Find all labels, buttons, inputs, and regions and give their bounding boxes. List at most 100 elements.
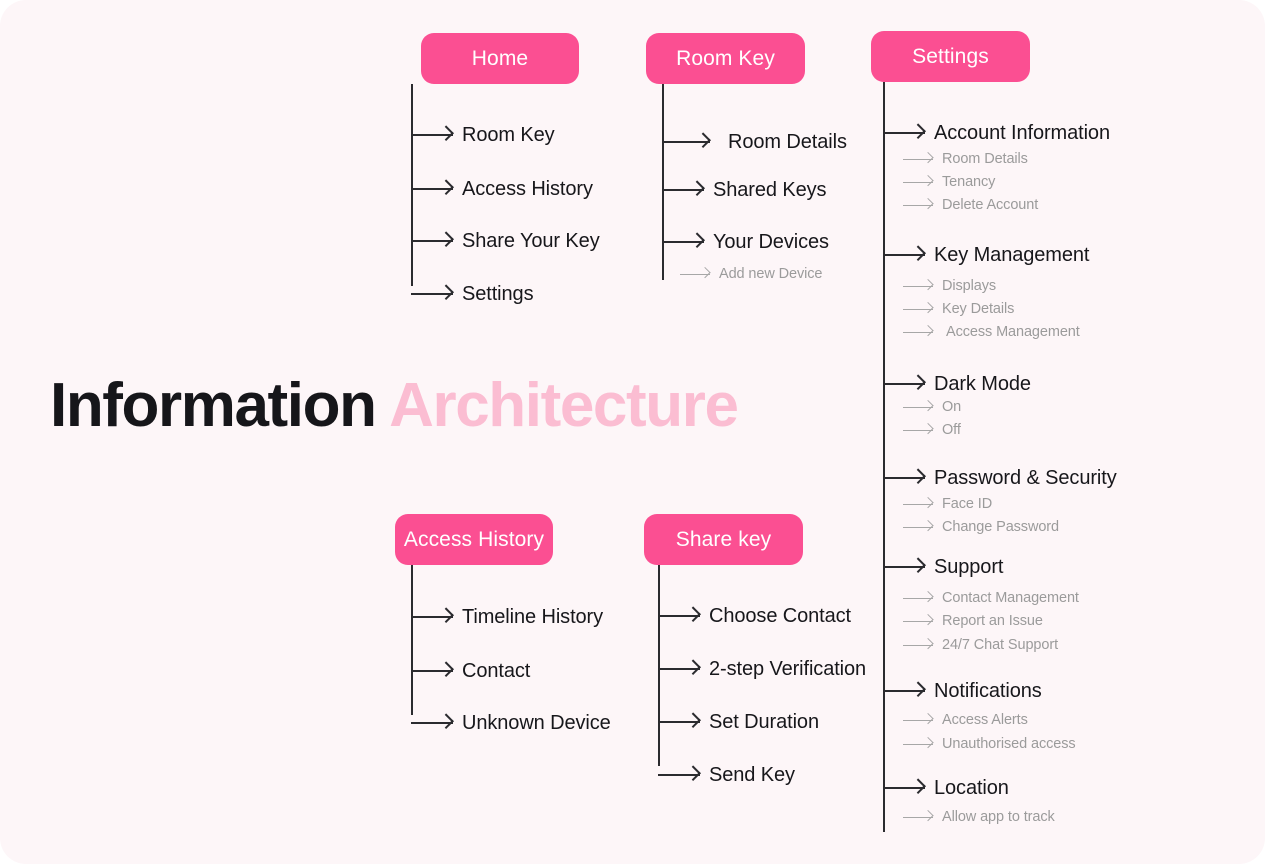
branch-room-details[interactable]: Room Details [662, 132, 847, 152]
branch-change-password[interactable]: Change Password [903, 520, 1059, 535]
arrow-icon [903, 620, 933, 623]
branch-label: Dark Mode [934, 373, 1031, 395]
branch-set-duration[interactable]: Set Duration [658, 712, 819, 732]
branch-your-devices[interactable]: Your Devices [662, 232, 829, 252]
branch-notifications[interactable]: Notifications [883, 681, 1042, 701]
branch-contact[interactable]: Contact [411, 661, 530, 681]
branch-tenancy[interactable]: Tenancy [903, 175, 995, 190]
arrow-icon [903, 526, 933, 529]
branch-label: Account Information [934, 122, 1110, 144]
node-settings[interactable]: Settings [871, 31, 1030, 82]
arrow-icon [411, 188, 453, 190]
branch-label: Contact Management [942, 590, 1079, 606]
branch-dark-mode-off[interactable]: Off [903, 423, 961, 438]
branch-add-new-device[interactable]: Add new Device [680, 267, 822, 282]
branch-access-history[interactable]: Access History [411, 179, 593, 199]
connector-spine-room-key [662, 84, 664, 280]
branch-support[interactable]: Support [883, 557, 1003, 577]
branch-key-details[interactable]: Key Details [903, 302, 1014, 317]
node-access-history[interactable]: Access History [395, 514, 553, 565]
node-share-key[interactable]: Share key [644, 514, 803, 565]
branch-label: Report an Issue [942, 613, 1043, 629]
branch-label: Room Details [728, 131, 847, 153]
arrow-icon [903, 406, 933, 409]
branch-settings[interactable]: Settings [411, 283, 534, 305]
branch-label: Unknown Device [462, 712, 611, 734]
branch-label: Unauthorised access [942, 736, 1076, 752]
branch-timeline-history[interactable]: Timeline History [411, 607, 603, 627]
arrow-icon [883, 477, 925, 479]
branch-label: Set Duration [709, 711, 819, 733]
arrow-icon [411, 293, 453, 295]
arrow-icon [662, 141, 710, 143]
branch-label: Key Details [942, 301, 1015, 317]
branch-unauthorised-access[interactable]: Unauthorised access [903, 737, 1076, 752]
arrow-icon [658, 615, 700, 617]
branch-label: Delete Account [942, 197, 1039, 213]
arrow-icon [903, 158, 933, 161]
branch-label: Room Key [462, 124, 555, 146]
branch-report-an-issue[interactable]: Report an Issue [903, 614, 1043, 629]
branch-label: Tenancy [942, 174, 996, 190]
branch-location[interactable]: Location [883, 778, 1009, 798]
arrow-icon [883, 132, 925, 134]
branch-label: Notifications [934, 680, 1042, 702]
arrow-icon [883, 383, 925, 385]
arrow-icon [680, 273, 710, 276]
arrow-icon [662, 189, 704, 191]
branch-share-your-key[interactable]: Share Your Key [411, 231, 600, 251]
arrow-icon [903, 429, 933, 432]
branch-room-details-sub[interactable]: Room Details [903, 152, 1028, 167]
branch-choose-contact[interactable]: Choose Contact [658, 606, 851, 626]
branch-displays[interactable]: Displays [903, 279, 996, 294]
connector-spine-access-history [411, 565, 413, 715]
branch-unknown-device[interactable]: Unknown Device [411, 713, 611, 733]
branch-2-step-verification[interactable]: 2-step Verification [658, 659, 866, 679]
branch-dark-mode[interactable]: Dark Mode [883, 374, 1031, 394]
branch-label: Access History [462, 178, 593, 200]
branch-account-information[interactable]: Account Information [883, 123, 1110, 143]
branch-label: Choose Contact [709, 605, 852, 627]
arrow-icon [903, 719, 933, 722]
branch-label: 2-step Verification [709, 658, 867, 680]
connector-spine-home [411, 84, 413, 286]
branch-chat-support[interactable]: 24/7 Chat Support [903, 638, 1058, 653]
arrow-icon [658, 774, 700, 776]
branch-password-security[interactable]: Password & Security [883, 468, 1117, 488]
arrow-icon [658, 721, 700, 723]
branch-allow-app-to-track[interactable]: Allow app to track [903, 810, 1055, 825]
page-title-primary: Information [50, 371, 377, 440]
branch-send-key[interactable]: Send Key [658, 765, 795, 785]
arrow-icon [903, 597, 933, 600]
branch-access-alerts[interactable]: Access Alerts [903, 713, 1028, 728]
page-title: Information Architecture [50, 369, 739, 443]
branch-label: Off [942, 422, 961, 438]
branch-shared-keys[interactable]: Shared Keys [662, 180, 827, 200]
connector-spine-share-key [658, 565, 660, 766]
branch-face-id[interactable]: Face ID [903, 497, 992, 512]
arrow-icon [903, 204, 933, 207]
branch-label: Your Devices [713, 231, 829, 253]
arrow-icon [662, 241, 704, 243]
arrow-icon [903, 331, 933, 334]
branch-contact-management[interactable]: Contact Management [903, 591, 1079, 606]
branch-label: Key Management [934, 244, 1090, 266]
arrow-icon [903, 308, 933, 311]
arrow-icon [411, 616, 453, 618]
branch-label: Face ID [942, 496, 993, 512]
branch-key-management[interactable]: Key Management [883, 245, 1089, 265]
arrow-icon [903, 644, 933, 647]
node-room-key[interactable]: Room Key [646, 33, 805, 84]
connector-spine-settings [883, 82, 885, 832]
branch-access-management[interactable]: Access Management [903, 325, 1080, 340]
branch-label: Allow app to track [942, 809, 1055, 825]
branch-label: Settings [462, 283, 534, 305]
arrow-icon [411, 134, 453, 136]
arrow-icon [883, 787, 925, 789]
branch-room-key[interactable]: Room Key [411, 125, 555, 145]
branch-dark-mode-on[interactable]: On [903, 400, 961, 415]
branch-label: Displays [942, 278, 996, 294]
node-home[interactable]: Home [421, 33, 579, 84]
branch-delete-account[interactable]: Delete Account [903, 198, 1038, 213]
